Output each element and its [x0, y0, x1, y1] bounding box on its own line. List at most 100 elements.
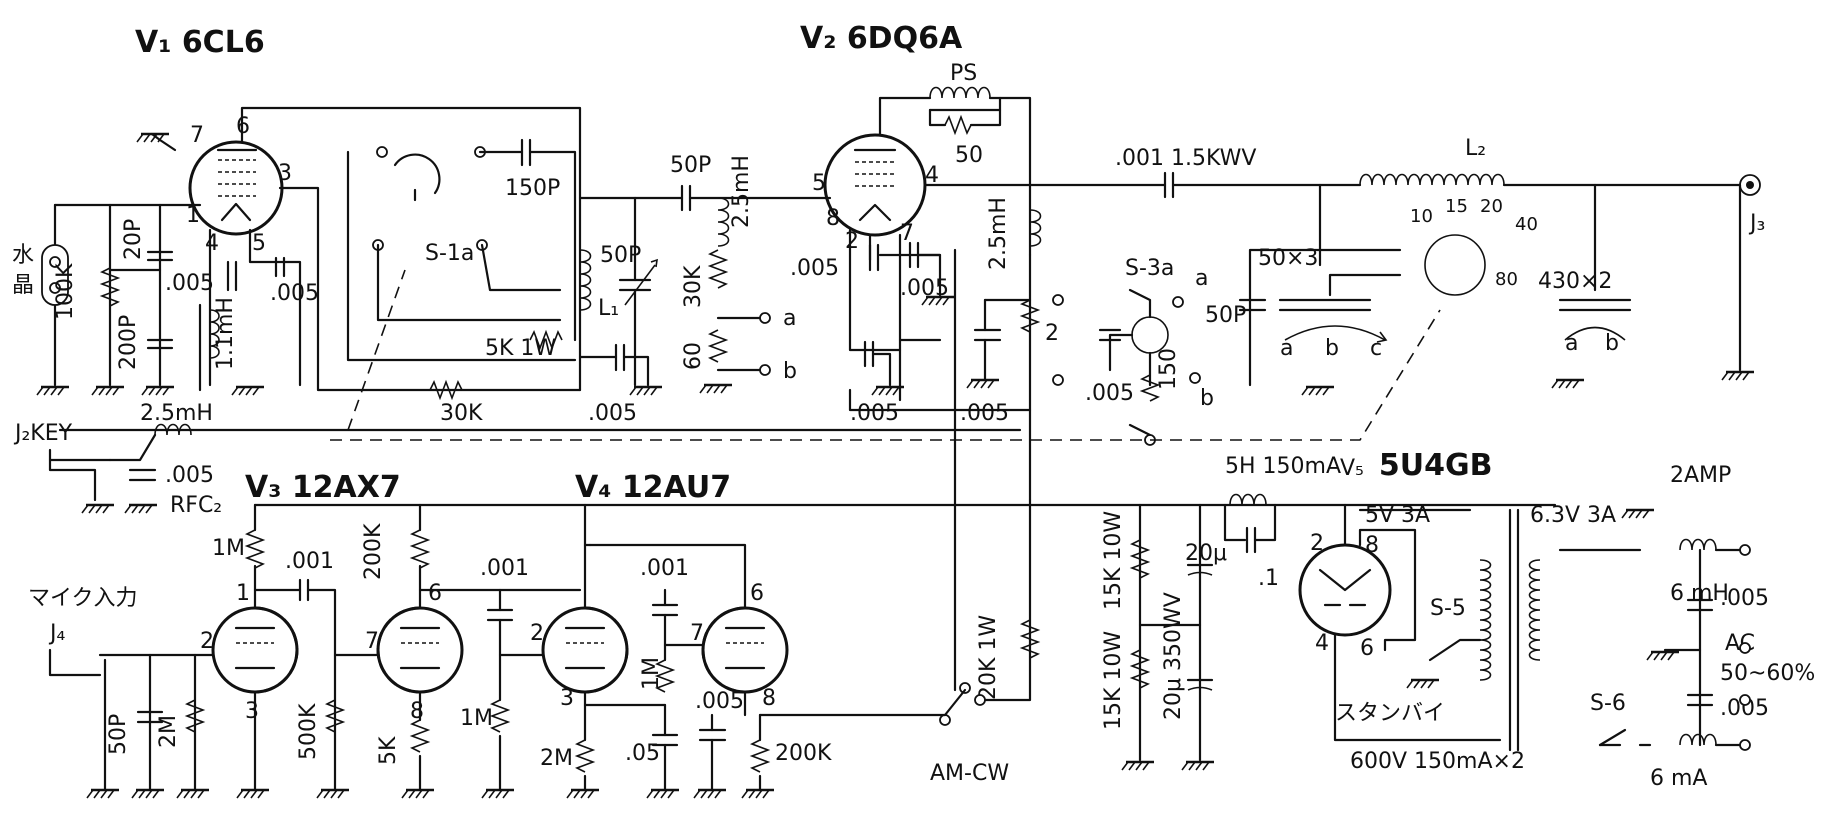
c-001-1-5kwv: .001 1.5KWV — [1115, 146, 1256, 171]
c-50x3: 50×3 — [1258, 246, 1318, 271]
v5-pin4: 4 — [1315, 631, 1329, 656]
c-001-v4b: .001 — [640, 556, 689, 581]
v1-pin5: 5 — [252, 231, 266, 256]
v4-pin7: 7 — [690, 621, 704, 646]
v3-pin7: 7 — [365, 629, 379, 654]
fuse-2amp: 2AMP — [1670, 463, 1731, 488]
coil-ps — [929, 86, 991, 99]
v1-pin1: 1 — [186, 203, 200, 228]
r-200k-v3: 200K — [361, 523, 386, 580]
tap-10: 10 — [1410, 206, 1433, 227]
c-150p: 150P — [505, 176, 560, 201]
c-200p: 200P — [116, 315, 141, 370]
pos-b-out: b — [1605, 331, 1619, 356]
s5-label: S-5 — [1430, 596, 1466, 621]
ac-frequency-label: 50~60% — [1720, 661, 1815, 686]
v4-pin3: 3 — [560, 686, 574, 711]
v5-label: V₅ 5U4GB — [1340, 448, 1492, 483]
v3-pin8: 8 — [410, 699, 424, 724]
c-005-ac-a: .005 — [1720, 586, 1769, 611]
r-15k-10w-a: 15K 10W — [1101, 511, 1126, 610]
tap-20: 20 — [1480, 196, 1503, 217]
s1a-rotor — [393, 153, 441, 195]
tap-15: 15 — [1445, 196, 1468, 217]
v5-pin2: 2 — [1310, 531, 1324, 556]
r-100k: 100K — [53, 263, 78, 320]
l-2-5mh-grid: 2.5mH — [729, 155, 754, 228]
l2-band-switch — [1424, 234, 1486, 296]
j3-label: J₃ — [1748, 211, 1765, 236]
r-150: 150 — [1156, 348, 1181, 390]
l2-label: L₂ — [1465, 136, 1486, 161]
r-50: 50 — [955, 143, 983, 168]
tap-80: 80 — [1495, 269, 1518, 290]
tube-v5 — [1298, 543, 1392, 637]
choke-5h-150ma: 5H 150mA — [1225, 454, 1341, 479]
c-005-key: .005 — [165, 463, 214, 488]
pos-a-s3: a — [1195, 266, 1208, 291]
c-005-v1b: .005 — [270, 281, 319, 306]
v2-pin5: 5 — [812, 171, 826, 196]
c-1: .1 — [1258, 566, 1279, 591]
c-20u-350wv: 20μ 350WV — [1161, 592, 1186, 720]
r-5k-1w: 5K 1W — [485, 336, 556, 361]
c-001-v3: .001 — [285, 549, 334, 574]
c-50p-in: 50P — [670, 153, 711, 178]
j2-key-label: J₂KEY — [13, 421, 73, 446]
v2-pin4: 4 — [925, 163, 939, 188]
r-30k: 30K — [440, 401, 483, 426]
r-20k-1w: 20K 1W — [976, 615, 1001, 700]
c-50p-out: 50P — [1205, 303, 1246, 328]
r-500k: 500K — [296, 703, 321, 760]
l-2-5mh-plate: 2.5mH — [986, 197, 1011, 270]
c-50p-mic: 50P — [106, 714, 131, 755]
v4-pin8: 8 — [762, 686, 776, 711]
c-05: .05 — [625, 741, 660, 766]
ac-label: AC — [1725, 631, 1755, 656]
l1-label: L₁ — [598, 296, 619, 321]
v2-pin7: 7 — [900, 221, 914, 246]
pos-a-out: a — [1565, 331, 1578, 356]
v3-pin3: 3 — [245, 699, 259, 724]
v3-label: V₃ 12AX7 — [245, 470, 401, 505]
c-005-v2a: .005 — [790, 256, 839, 281]
tube-v3 — [211, 606, 299, 694]
v5-filament-5v-3a: 5V 3A — [1365, 503, 1430, 528]
l-6ma: 6 mA — [1650, 766, 1707, 791]
filament-6-3v-3a: 6.3V 3A — [1530, 503, 1616, 528]
r-200k-v4: 200K — [775, 741, 832, 766]
v1-pin3: 3 — [278, 161, 292, 186]
v1-pin4: 4 — [205, 231, 219, 256]
v4-pin6: 6 — [750, 581, 764, 606]
r-1m-v4a: 1M — [460, 706, 493, 731]
v5-pin6: 6 — [1360, 636, 1374, 661]
svg-text:水晶: 水晶 — [12, 243, 34, 298]
r-1m-v3: 1M — [212, 536, 245, 561]
v3-pin6: 6 — [428, 581, 442, 606]
c-20u-a: 20μ — [1185, 541, 1227, 566]
c-005-l1: .005 — [588, 401, 637, 426]
c-001-v4a: .001 — [480, 556, 529, 581]
v4-label: V₄ 12AU7 — [575, 470, 731, 505]
pos-a-grid: a — [783, 306, 796, 331]
r-2m-v4: 2M — [540, 746, 573, 771]
v1-pin6: 6 — [236, 114, 250, 139]
r-60: 60 — [681, 342, 706, 370]
v5-pin8: 8 — [1365, 533, 1379, 558]
coil-l2 — [1359, 173, 1505, 186]
j4-label: J₄ — [48, 621, 65, 646]
tube-v4b — [701, 606, 789, 694]
mic-input-label: マイク入力 — [28, 586, 138, 611]
crystal-label: 水 — [12, 243, 34, 268]
c-430x2: 430×2 — [1538, 269, 1612, 294]
c-005-s3: .005 — [1085, 381, 1134, 406]
v1-pin7: 7 — [190, 123, 204, 148]
pos-a-l2: a — [1280, 336, 1293, 361]
pos-b-l2: b — [1325, 336, 1339, 361]
v3-pin1: 1 — [236, 581, 250, 606]
r-2m-v3: 2M — [156, 715, 181, 748]
v2-label: V₂ 6DQ6A — [800, 21, 963, 56]
v2-pin8: 8 — [826, 206, 840, 231]
r-2: 2 — [1045, 321, 1059, 346]
